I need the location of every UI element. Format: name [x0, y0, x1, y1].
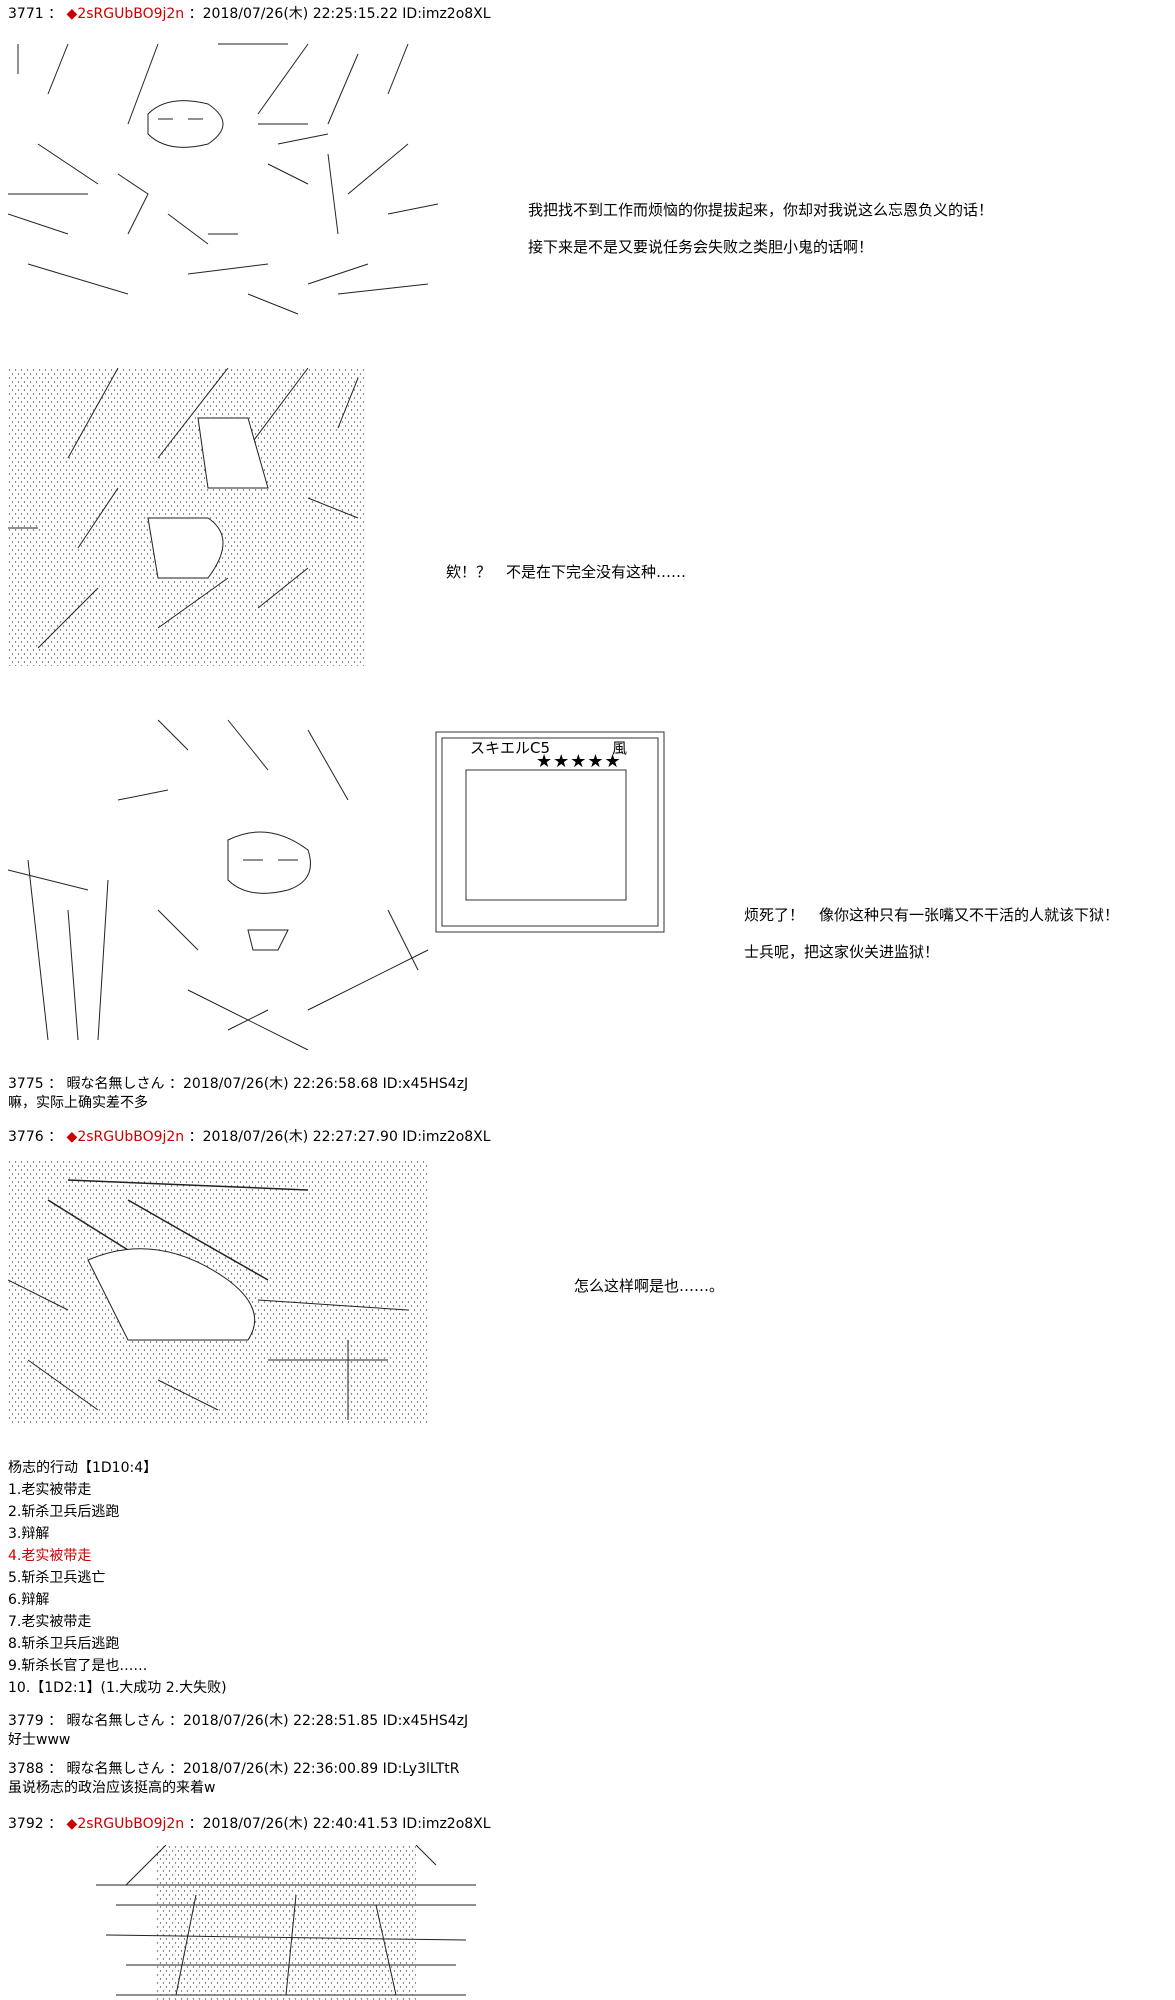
post-number: 3771 [8, 6, 44, 22]
ascii-art-character-surprised [8, 368, 366, 666]
ascii-art-character-angry [8, 34, 438, 324]
post-meta: ：2018/07/26(木) 22:36:00.89 ID:Ly3lLTtR [169, 1761, 460, 1777]
skill-label: スキエルC5 [470, 739, 551, 757]
post-number: 3788 [8, 1761, 44, 1777]
post-separator: ： [48, 6, 63, 22]
ascii-art-character-bowing [8, 1160, 428, 1425]
speech-line: 欸！？ 不是在下完全没有这种…… [446, 563, 687, 581]
option-item: 8.斩杀卫兵后逃跑 [8, 1636, 120, 1652]
ascii-art-lines [8, 719, 688, 1050]
option-item: 9.斩杀长官了是也…… [8, 1658, 148, 1674]
speech-line: 烦死了！ 像你这种只有一张嘴又不干活的人就该下狱！ [744, 906, 1120, 924]
post-separator: ： [48, 1761, 63, 1777]
option-item-selected: 4.老实被带走 [8, 1548, 92, 1564]
post-separator: ： [48, 1129, 63, 1145]
post-header-3775: 3775 ： 暇な名無しさん ：2018/07/26(木) 22:26:58.6… [8, 1074, 468, 1094]
option-item: 6.辩解 [8, 1592, 50, 1608]
post-header-3771: 3771 ： ◆2sRGUbBO9j2n ：2018/07/26(木) 22:2… [8, 4, 491, 24]
poster-tripcode[interactable]: ◆2sRGUbBO9j2n [66, 1129, 185, 1145]
poster-name: 暇な名無しさん [66, 1076, 165, 1092]
ascii-art-lines [8, 43, 438, 315]
post-meta: ：2018/07/26(木) 22:28:51.85 ID:x45HS4zJ [169, 1713, 469, 1729]
post-separator: ： [48, 1713, 63, 1729]
option-item: 3.辩解 [8, 1526, 50, 1542]
post-body: 嘛，实际上确实差不多 [8, 1095, 148, 1111]
ascii-art-dotted [8, 368, 366, 666]
post-meta: ：2018/07/26(木) 22:27:27.90 ID:imz2o8XL [188, 1129, 491, 1145]
post-number: 3775 [8, 1076, 44, 1092]
post-meta: ：2018/07/26(木) 22:25:15.22 ID:imz2o8XL [188, 6, 491, 22]
ascii-art-character-with-skill-panel [8, 710, 688, 1050]
speech-line: 我把找不到工作而烦恼的你提拔起来，你却对我说这么忘恩负义的话！ [528, 201, 994, 219]
post-header-3779: 3779 ： 暇な名無しさん ：2018/07/26(木) 22:28:51.8… [8, 1711, 468, 1731]
post-number: 3792 [8, 1816, 44, 1832]
post-meta: ：2018/07/26(木) 22:26:58.68 ID:x45HS4zJ [169, 1076, 469, 1092]
option-item: 7.老实被带走 [8, 1614, 92, 1630]
skill-wind: 風 [612, 739, 628, 757]
post-number: 3776 [8, 1129, 44, 1145]
ascii-art-dotted [96, 1845, 476, 2000]
poster-tripcode[interactable]: ◆2sRGUbBO9j2n [66, 1816, 185, 1832]
post-header-3788: 3788 ： 暇な名無しさん ：2018/07/26(木) 22:36:00.8… [8, 1759, 460, 1779]
speech-line: 士兵呢，把这家伙关进监狱！ [744, 943, 940, 961]
speech-line: 怎么这样啊是也……。 [574, 1277, 725, 1295]
post-separator: ： [48, 1816, 63, 1832]
ascii-art-character-final [96, 1845, 486, 2000]
option-item: 1.老实被带走 [8, 1482, 92, 1498]
dice-roll-title: 杨志的行动【1D10:4】 [8, 1460, 158, 1476]
poster-name: 暇な名無しさん [66, 1761, 165, 1777]
ascii-art-dotted [8, 1160, 428, 1425]
skill-stars: ★★★★★ [536, 751, 622, 772]
post-separator: ： [48, 1076, 63, 1092]
poster-name: 暇な名無しさん [66, 1713, 165, 1729]
post-number: 3779 [8, 1713, 44, 1729]
post-meta: ：2018/07/26(木) 22:40:41.53 ID:imz2o8XL [188, 1816, 491, 1832]
option-item: 10.【1D2:1】(1.大成功 2.大失败) [8, 1680, 227, 1696]
post-header-3776: 3776 ： ◆2sRGUbBO9j2n ：2018/07/26(木) 22:2… [8, 1127, 491, 1147]
post-body: 好士www [8, 1732, 71, 1748]
option-item: 2.斩杀卫兵后逃跑 [8, 1504, 120, 1520]
option-item: 5.斩杀卫兵逃亡 [8, 1570, 106, 1586]
speech-line: 接下来是不是又要说任务会失败之类胆小鬼的话啊！ [528, 238, 874, 256]
post-body: 虽说杨志的政治应该挺高的来着w [8, 1780, 216, 1796]
post-header-3792: 3792 ： ◆2sRGUbBO9j2n ：2018/07/26(木) 22:4… [8, 1814, 491, 1834]
poster-tripcode[interactable]: ◆2sRGUbBO9j2n [66, 6, 185, 22]
